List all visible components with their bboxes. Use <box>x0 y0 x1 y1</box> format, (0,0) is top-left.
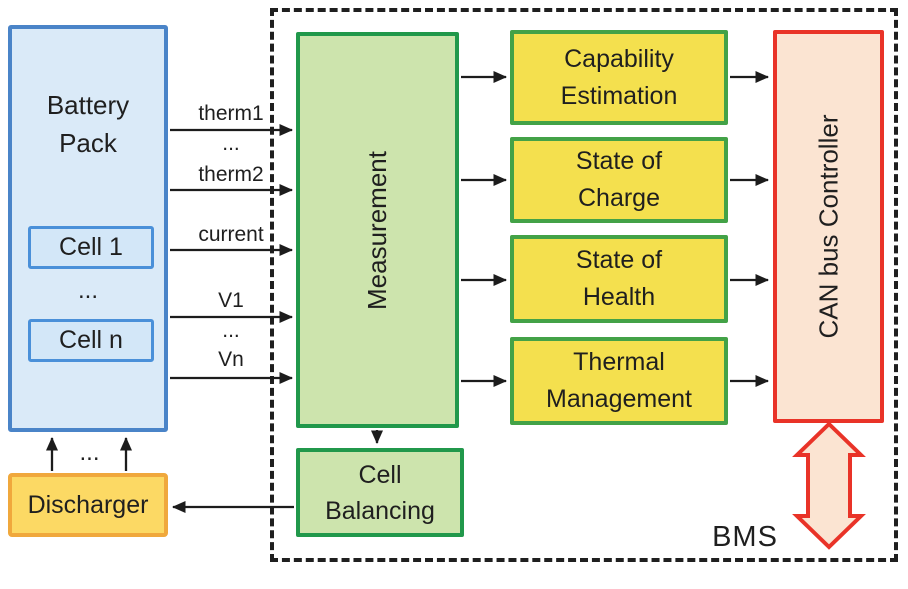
can-bus-controller-box: CAN bus Controller <box>773 30 884 423</box>
bms-boundary <box>270 8 898 562</box>
module-capability-estimation-label: Capability Estimation <box>560 44 678 110</box>
measurement-box: Measurement <box>296 32 459 428</box>
discharger-label: Discharger <box>27 490 149 519</box>
module-state-of-health-label: State of Health <box>575 246 663 311</box>
signal-label-vn: Vn <box>218 348 244 371</box>
signal-ellipsis-voltage: ... <box>222 319 240 342</box>
cell-balancing-label: Cell Balancing <box>325 460 435 525</box>
signal-label-current: current <box>198 223 264 246</box>
module-capability-estimation-box: Capability Estimation <box>510 30 728 125</box>
module-state-of-charge-box: State of Charge <box>510 137 728 223</box>
discharger-arrows-ellipsis: ... <box>79 439 100 466</box>
module-state-of-charge-label: State of Charge <box>575 147 663 212</box>
module-state-of-health-box: State of Health <box>510 235 728 323</box>
signal-ellipsis-therm: ... <box>222 132 240 155</box>
battery-pack-title: Battery Pack <box>46 90 130 158</box>
cell-1-box: Cell 1 <box>28 226 154 269</box>
module-thermal-management-label: Thermal Management <box>546 348 692 413</box>
battery-pack-box: Battery Pack Cell 1 ... Cell n <box>8 25 168 432</box>
signal-label-therm2: therm2 <box>198 163 264 186</box>
measurement-label: Measurement <box>362 150 392 310</box>
cell-1-label: Cell 1 <box>59 233 123 261</box>
cell-balancing-box: Cell Balancing <box>296 448 464 537</box>
module-thermal-management-box: Thermal Management <box>510 337 728 425</box>
cell-n-label: Cell n <box>59 326 123 354</box>
cells-ellipsis: ... <box>77 277 98 304</box>
discharger-box: Discharger <box>8 473 168 537</box>
signal-label-v1: V1 <box>218 289 244 312</box>
can-bus-controller-label: CAN bus Controller <box>813 114 844 339</box>
cell-n-box: Cell n <box>28 319 154 362</box>
signal-label-therm1: therm1 <box>198 102 264 125</box>
bms-label: BMS <box>712 520 778 553</box>
